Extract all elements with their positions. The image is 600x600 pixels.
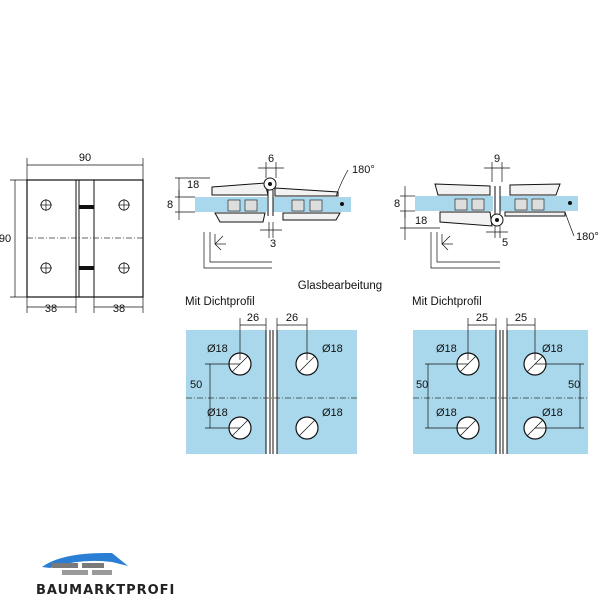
dim-leaf-right: 38 bbox=[113, 303, 125, 315]
dim-glass: 8 bbox=[167, 199, 173, 211]
drill-hole bbox=[295, 416, 319, 440]
dim-edge-left: 25 bbox=[476, 312, 488, 324]
dim-height: 90 bbox=[0, 233, 11, 245]
dim-spacing: 50 bbox=[190, 379, 202, 391]
hole-label: Ø18 bbox=[207, 407, 228, 419]
dim-spacing: 50 bbox=[568, 379, 580, 391]
hole-label: Ø18 bbox=[322, 407, 343, 419]
brand-name: BAUMARKTPROFI bbox=[36, 583, 175, 598]
hinge-body bbox=[26, 179, 144, 298]
hole-label: Ø18 bbox=[436, 343, 457, 355]
dim-gap-bottom: 3 bbox=[270, 238, 276, 250]
brand-logo: BAUMARKTPROFI bbox=[36, 552, 175, 598]
dim-edge-right: 26 bbox=[286, 312, 298, 324]
hole-label: Ø18 bbox=[436, 407, 457, 419]
screw-icon bbox=[40, 199, 130, 274]
angle-label: 180° bbox=[352, 164, 375, 176]
hole-label: Ø18 bbox=[542, 343, 563, 355]
glass-plate bbox=[277, 330, 357, 454]
hole-label: Ø18 bbox=[542, 407, 563, 419]
glass-plate bbox=[413, 330, 496, 454]
dim-leaf-left: 38 bbox=[45, 303, 57, 315]
drill-hole bbox=[295, 352, 319, 376]
panel-caption: Mit Dichtprofil bbox=[185, 296, 255, 308]
dim-pin-top: 6 bbox=[268, 153, 274, 165]
panel-caption: Mit Dichtprofil bbox=[412, 296, 482, 308]
glass-processing-label: Glasbearbeitung bbox=[298, 280, 382, 292]
hole-label: Ø18 bbox=[322, 343, 343, 355]
hole-label: Ø18 bbox=[207, 343, 228, 355]
dim-edge-right: 25 bbox=[515, 312, 527, 324]
dim-edge-left: 26 bbox=[247, 312, 259, 324]
glass-panel-right: Mit Dichtprofil Ø18 Ø18 Ø18 Ø18 25 25 50… bbox=[412, 296, 588, 454]
section-view-right: 180° 9 5 8 18 bbox=[394, 153, 599, 269]
rotation-icon bbox=[214, 234, 226, 251]
glass-panel-left: Mit Dichtprofil Ø18 Ø18 Ø18 Ø18 26 26 50 bbox=[185, 296, 357, 454]
roof-icon bbox=[42, 552, 128, 568]
dim-width: 90 bbox=[79, 152, 91, 164]
glass-plate bbox=[186, 330, 266, 454]
rotation-icon bbox=[441, 234, 453, 251]
dim-offset: 18 bbox=[415, 215, 427, 227]
dim-spacing: 50 bbox=[416, 379, 428, 391]
section-view-left: 180° 6 3 18 8 bbox=[167, 153, 375, 269]
dim-offset: 18 bbox=[187, 179, 199, 191]
glass-plate bbox=[507, 330, 588, 454]
hinge-front-view: 90 90 38 38 bbox=[0, 152, 144, 315]
dim-gap-bottom: 5 bbox=[502, 237, 508, 249]
dim-pin-top: 9 bbox=[494, 153, 500, 165]
dim-glass: 8 bbox=[394, 198, 400, 210]
angle-label: 180° bbox=[576, 231, 599, 243]
